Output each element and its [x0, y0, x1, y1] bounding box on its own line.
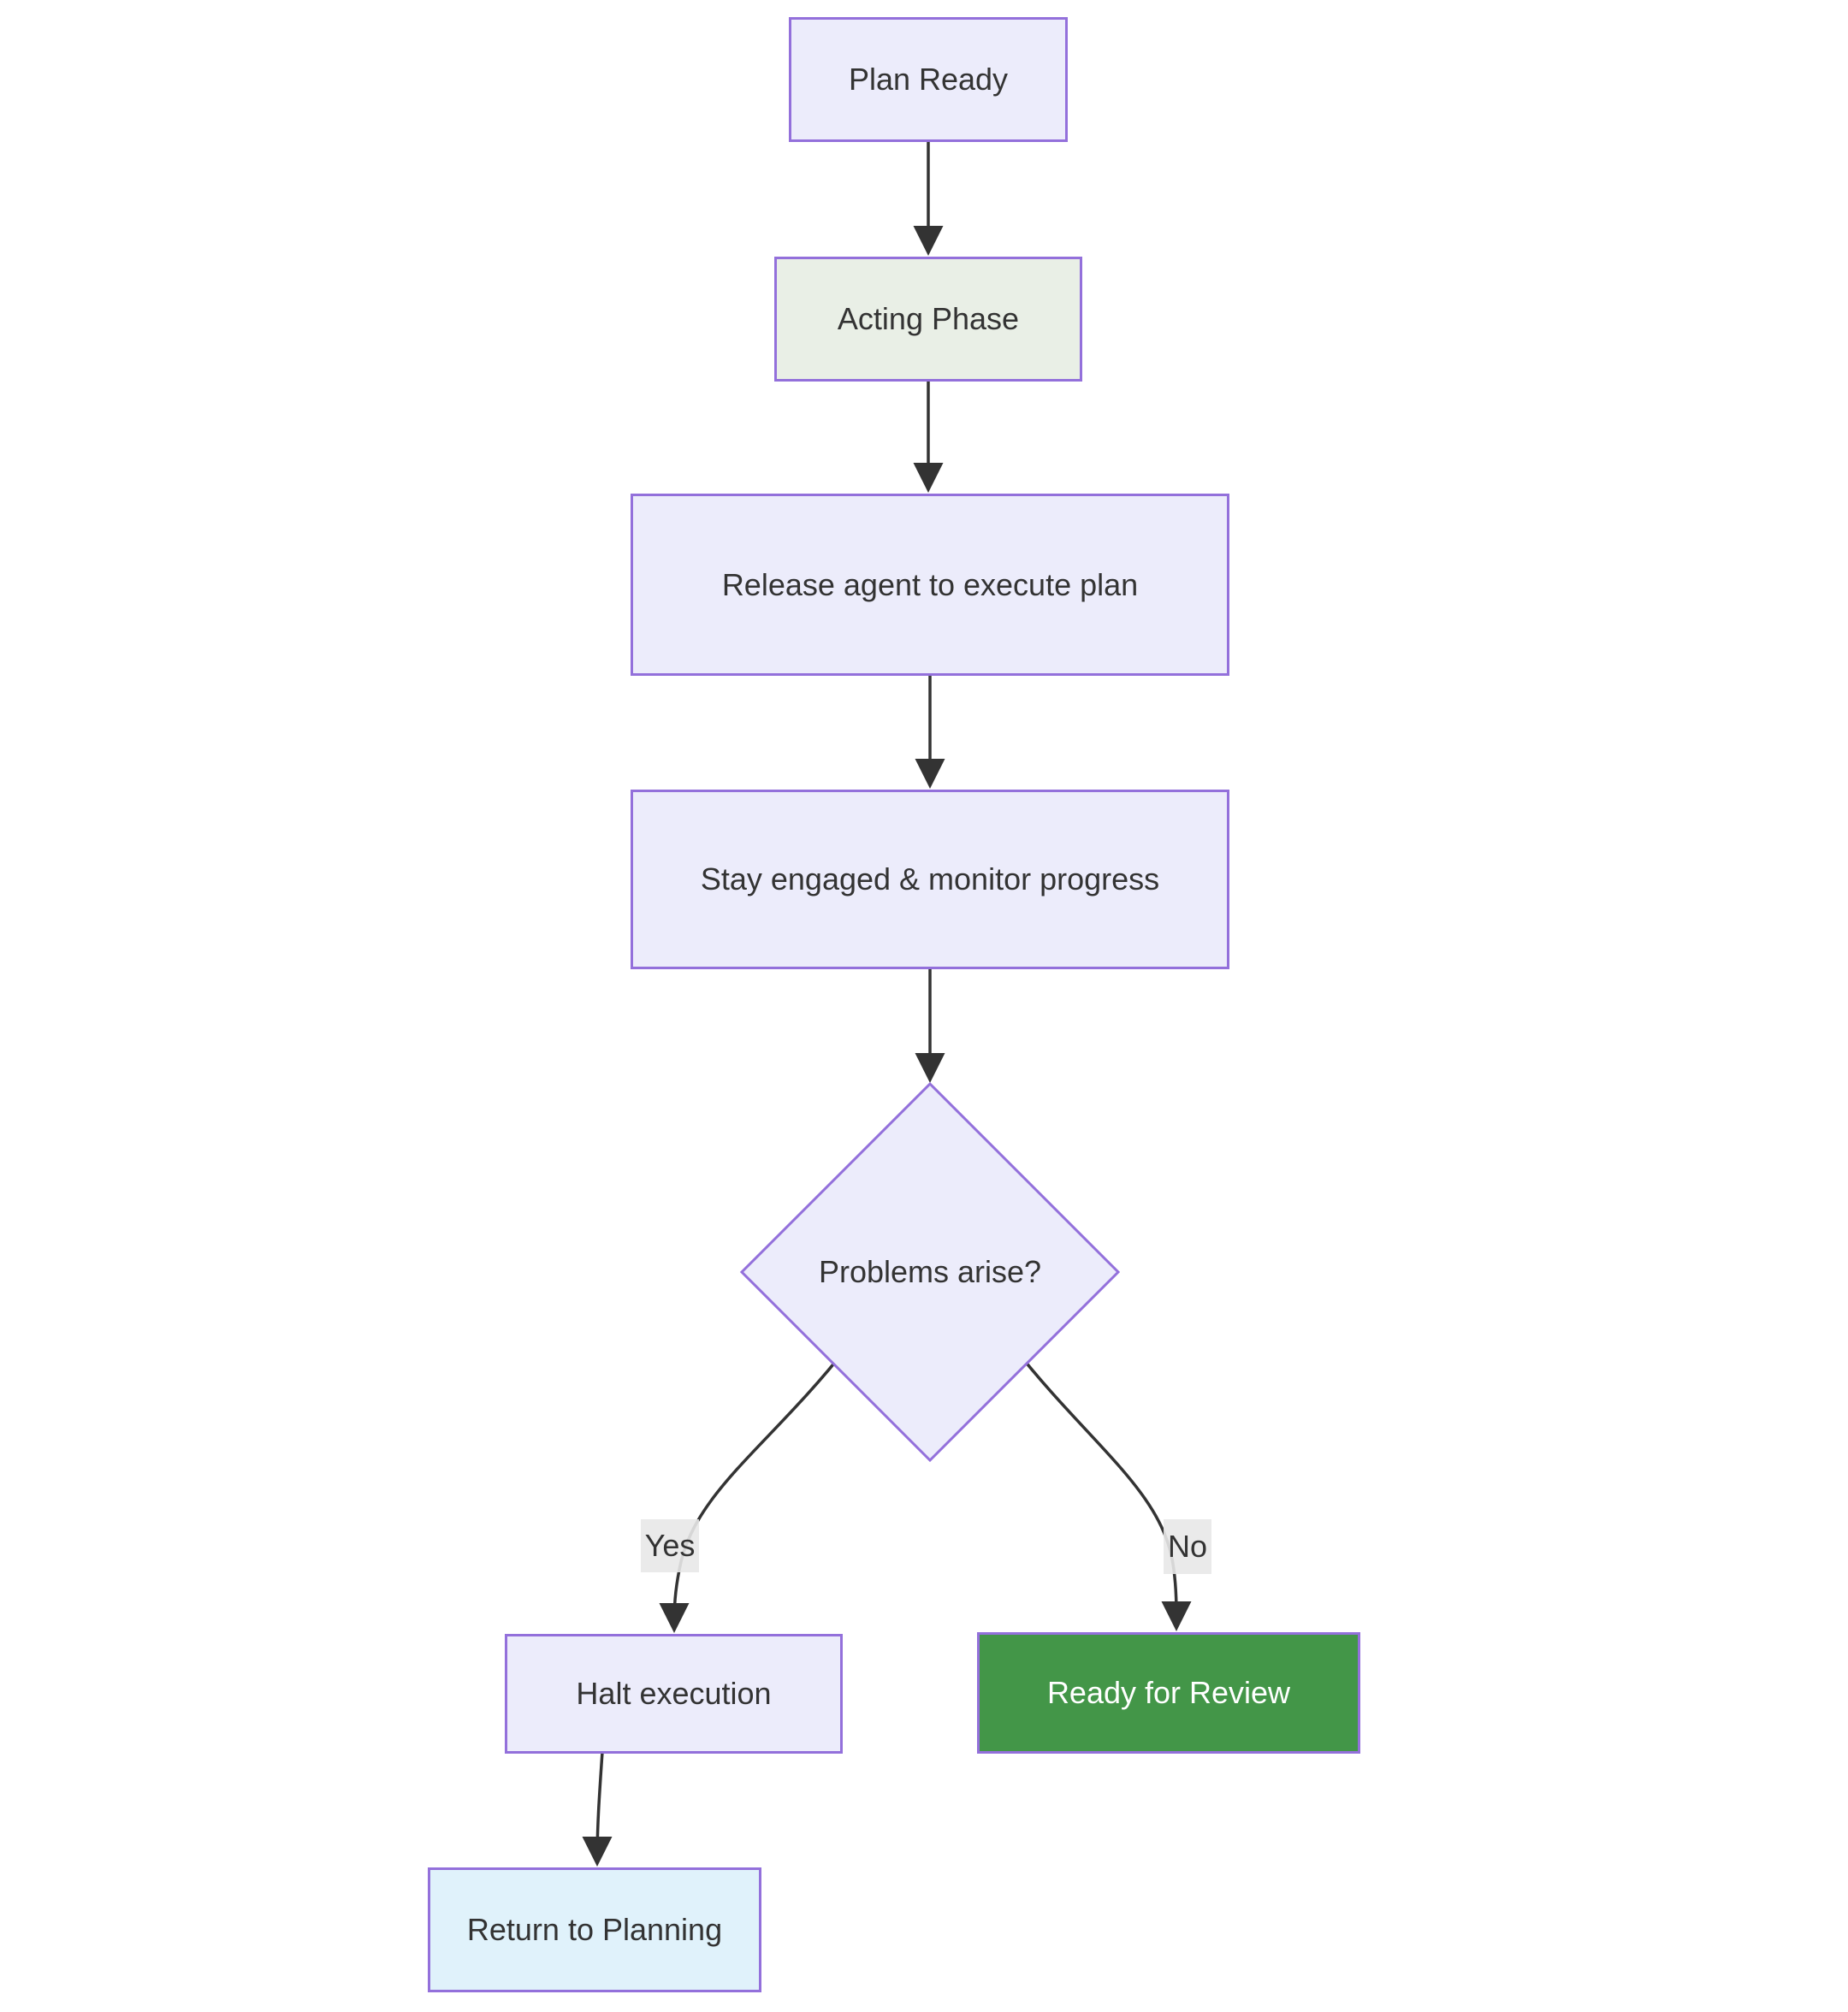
edge-decision-yes-to-halt [659, 1346, 849, 1633]
node-label: Release agent to execute plan [721, 566, 1139, 602]
node-label: Return to Planning [466, 1912, 723, 1948]
node-label: Ready for Review [1046, 1675, 1291, 1711]
node-label: Plan Ready [848, 62, 1009, 98]
edge-decision-no-to-review [1012, 1346, 1192, 1631]
node-halt-execution: Halt execution [505, 1634, 843, 1754]
node-stay-engaged: Stay engaged & monitor progress [631, 790, 1229, 969]
node-label: Acting Phase [837, 301, 1020, 337]
node-label: Stay engaged & monitor progress [700, 861, 1160, 897]
node-release-agent: Release agent to execute plan [631, 494, 1229, 676]
node-acting-phase: Acting Phase [774, 257, 1082, 382]
edge-label-text: No [1167, 1529, 1208, 1564]
node-ready-for-review: Ready for Review [977, 1632, 1360, 1754]
node-label: Halt execution [576, 1676, 772, 1712]
node-plan-ready: Plan Ready [789, 17, 1068, 142]
decision-diamond-shape [739, 1081, 1121, 1463]
edge-label-no: No [1164, 1519, 1211, 1574]
node-problems-arise-decision: Problems arise? [776, 1238, 1084, 1306]
node-label: Problems arise? [818, 1254, 1042, 1290]
edge-label-text: Yes [644, 1528, 696, 1563]
edge-label-yes: Yes [641, 1519, 699, 1572]
edge-halt-to-return [582, 1751, 613, 1867]
node-return-to-planning: Return to Planning [428, 1867, 761, 1992]
